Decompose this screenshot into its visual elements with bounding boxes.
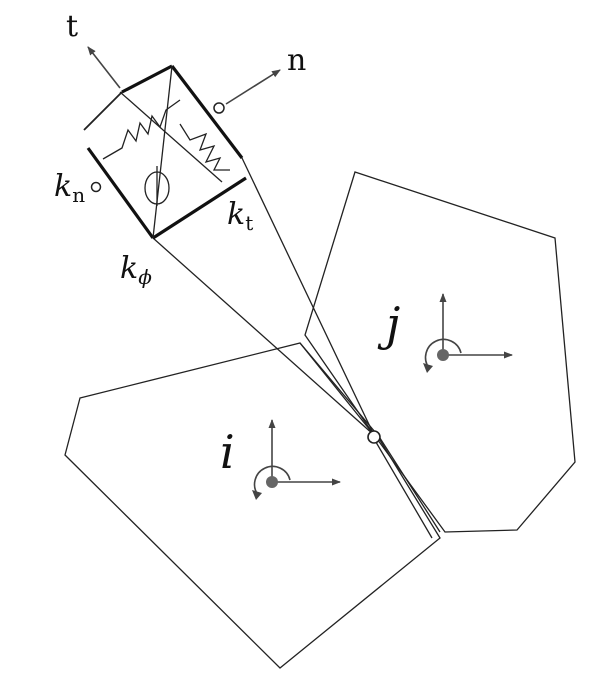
normal-node bbox=[213, 102, 225, 114]
zoom-lines bbox=[152, 157, 375, 436]
label-kphi: kϕ bbox=[120, 251, 152, 289]
label-kt: kt bbox=[227, 197, 253, 235]
label-n: n bbox=[287, 43, 306, 78]
center-j bbox=[437, 349, 449, 361]
block-j bbox=[304, 171, 576, 533]
block-i bbox=[64, 342, 441, 669]
label-t: t bbox=[66, 9, 78, 44]
label-i: i bbox=[220, 425, 235, 479]
frame-j bbox=[423, 293, 513, 373]
t-arrow bbox=[87, 46, 121, 89]
spring-kt bbox=[179, 123, 230, 171]
spring-kn bbox=[102, 99, 181, 160]
spring-element bbox=[83, 64, 247, 240]
joint-interface bbox=[372, 434, 441, 539]
n-arrow bbox=[225, 69, 281, 105]
label-kn: kn bbox=[54, 169, 85, 207]
label-j: j bbox=[377, 297, 400, 351]
center-i bbox=[266, 476, 278, 488]
kn-node bbox=[90, 181, 102, 193]
contact-point bbox=[367, 430, 381, 444]
frame-i bbox=[252, 419, 341, 500]
